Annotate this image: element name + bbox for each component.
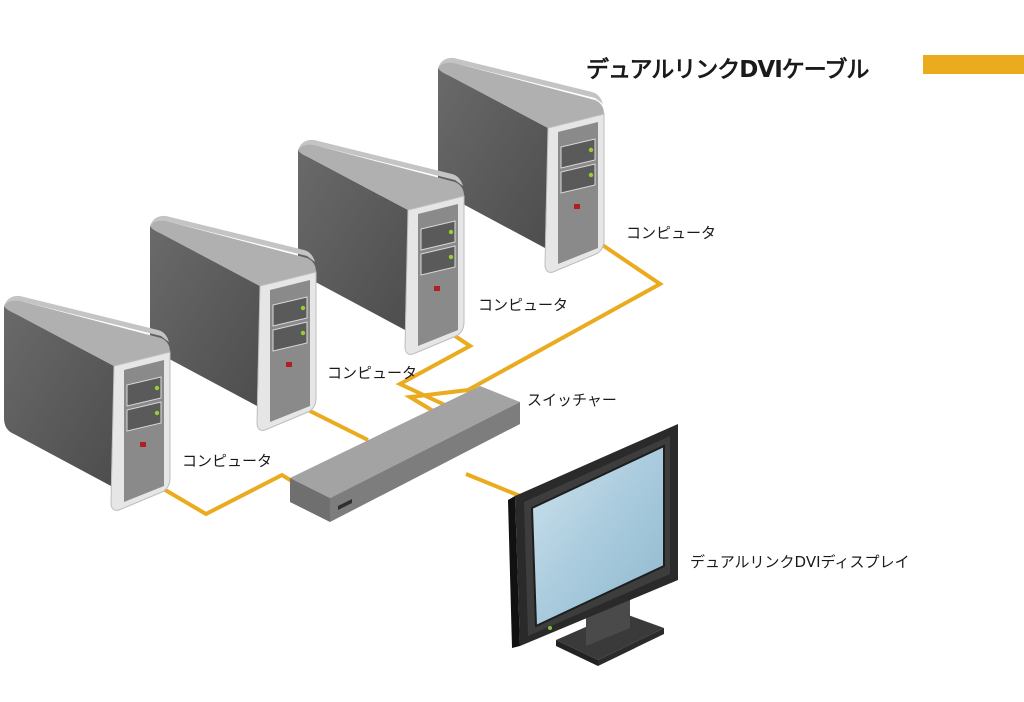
label-display: デュアルリンクDVIディスプレイ	[690, 553, 910, 571]
label-switcher: スイッチャー	[527, 391, 617, 409]
switcher-device	[290, 386, 520, 522]
cable-computer-4	[404, 240, 664, 416]
legend-cable-swatch	[923, 55, 1024, 74]
computer-4	[438, 57, 605, 273]
label-computer-2: コンピュータ	[327, 364, 418, 382]
dvi-display	[508, 424, 678, 666]
legend-title: デュアルリンクDVIケーブル	[586, 57, 869, 83]
computer-3	[298, 139, 465, 355]
cable-computer-1	[148, 472, 302, 517]
computer-2	[150, 215, 317, 431]
computer-1	[4, 295, 171, 511]
label-computer-4: コンピュータ	[626, 224, 717, 242]
cable-display	[465, 472, 526, 500]
label-computer-1: コンピュータ	[182, 452, 273, 470]
label-computer-3: コンピュータ	[478, 296, 569, 314]
